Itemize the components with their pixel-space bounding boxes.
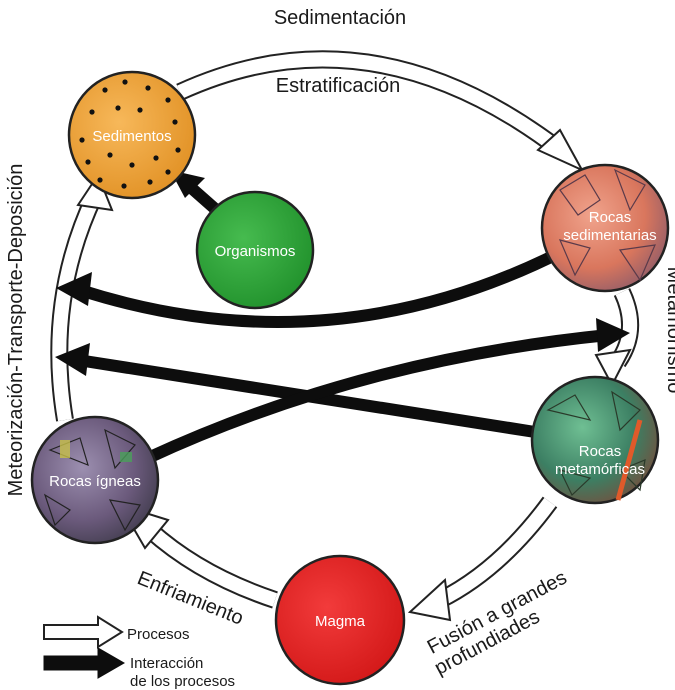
- node-rocas-sedimentarias: Rocas sedimentarias: [540, 163, 670, 293]
- legend-interaccion-icon: [43, 647, 126, 679]
- legend-interaccion-label-2: de los procesos: [130, 673, 235, 690]
- arrow-sedimentation-head: [536, 128, 585, 173]
- node-magma-label: Magma: [315, 613, 366, 630]
- legend: Procesos Interacción de los procesos: [43, 615, 235, 690]
- node-rocas-metamorficas: Rocas metamórficas: [530, 375, 660, 505]
- node-rocas-sed-label-1: Rocas: [589, 209, 632, 226]
- label-sedimentacion: Sedimentación: [274, 7, 406, 29]
- label-estratificacion: Estratificación: [276, 75, 401, 97]
- node-rocas-ign-label: Rocas ígneas: [49, 473, 141, 490]
- node-rocas-igneas: Rocas ígneas: [30, 415, 160, 545]
- node-rocas-met-label-1: Rocas: [579, 443, 622, 460]
- legend-procesos-label: Procesos: [127, 626, 190, 643]
- node-sedimentos: Sedimentos: [67, 70, 197, 200]
- node-rocas-met-label-2: metamórficas: [555, 461, 645, 478]
- node-magma: Magma: [274, 554, 406, 686]
- node-rocas-sed-label-2: sedimentarias: [563, 227, 656, 244]
- node-organismos: Organismos: [195, 190, 315, 310]
- interaction-ign-to-right: [142, 329, 614, 464]
- sed-texture: [558, 168, 656, 282]
- label-metamorfismo: Metamorfismo: [663, 267, 675, 394]
- node-organismos-label: Organismos: [215, 243, 296, 260]
- interaction-sed-to-left: [74, 244, 571, 328]
- legend-procesos-icon: [43, 615, 124, 649]
- met-texture: [546, 390, 646, 497]
- node-sedimentos-label: Sedimentos: [92, 128, 171, 145]
- sediment-dots: [79, 79, 181, 189]
- legend-interaccion-label-1: Interacción: [130, 655, 203, 672]
- label-meteorizacion: Meteorización-Transporte-Deposición: [5, 164, 27, 497]
